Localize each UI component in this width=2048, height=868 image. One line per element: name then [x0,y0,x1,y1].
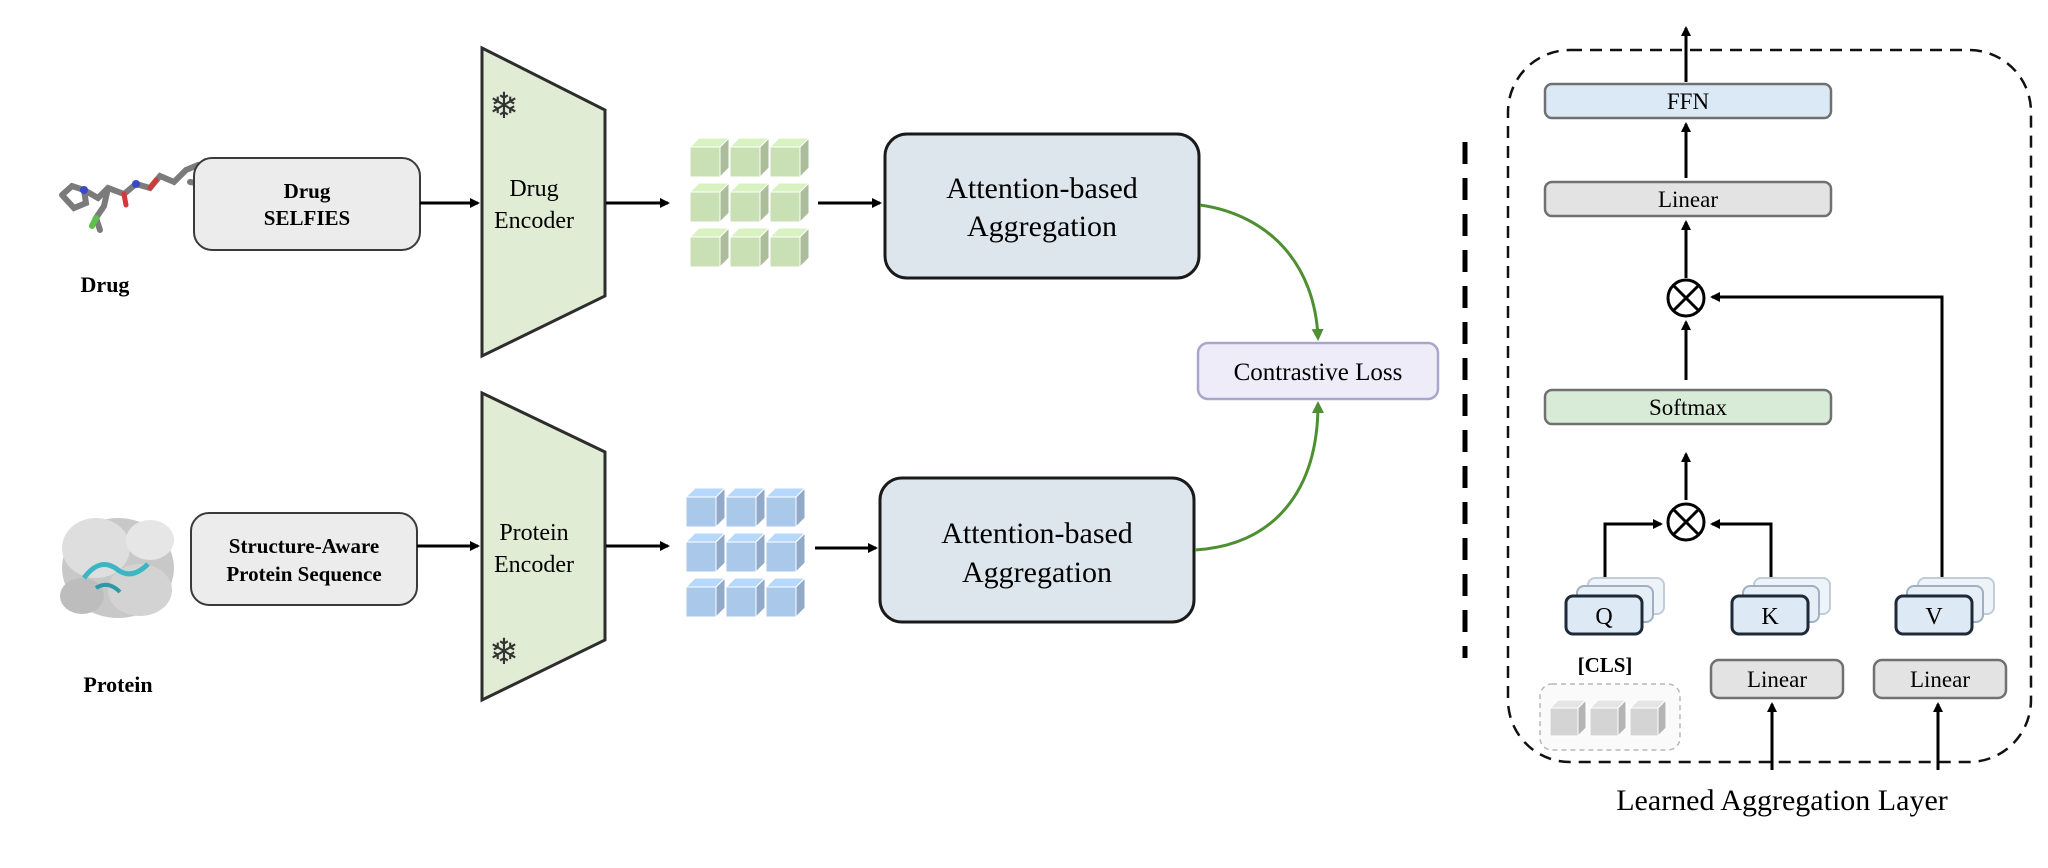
embedding-cube [724,531,767,574]
protein-encoder-line2: Encoder [494,552,574,578]
embedding-cube [688,136,731,179]
q-stack [1564,577,1665,636]
arrow-k-to-mult [1710,519,1773,588]
embedding-cube [764,531,807,574]
drug-input-line1: Drug [284,179,331,203]
aggregation-layer-caption: Learned Aggregation Layer [1616,784,1948,817]
linear-v-label: Linear [1910,667,1970,692]
linear-top-label: Linear [1658,187,1718,212]
protein-input-line1: Structure-Aware [229,534,379,558]
embedding-cube [728,226,771,269]
embedding-cube [728,181,771,224]
protein-image-label: Protein [83,672,152,697]
q-label: Q [1595,604,1612,630]
linear-k-label: Linear [1747,667,1807,692]
snowflake-icon: ❄ [489,86,519,127]
protein-input-line2: Protein Sequence [226,562,381,586]
arrow-v-to-mult [1710,292,1944,588]
ffn-label: FFN [1667,89,1710,114]
k-stack [1730,577,1831,636]
drug-attention-aggregation [883,132,1201,280]
drug-encoder [480,45,607,359]
protein-encoder [480,390,607,703]
drug-selfies-box [193,157,421,251]
k-label: K [1761,604,1779,630]
cls-label: [CLS] [1578,653,1633,677]
embedding-cube [764,576,807,619]
softmax-box [1543,388,1833,426]
protein-embedding-grid [684,486,807,619]
protein-encoder-line1: Protein [499,520,568,546]
linear-v-box [1872,658,2008,700]
embedding-cube [684,531,727,574]
otimes-icon [1666,278,1706,318]
arrow-drug-to-loss [1199,203,1324,341]
cls-cube [1588,698,1628,738]
drug-embedding-grid [688,136,811,269]
drug-input-line2: SELFIES [264,206,350,230]
cls-cube [1548,698,1588,738]
drug-molecule-image [59,161,212,233]
embedding-cube [768,226,811,269]
drug-encoder-line2: Encoder [494,208,574,234]
v-stack [1894,577,1995,636]
embedding-cube [684,486,727,529]
protein-agg-line1: Attention-based [941,517,1133,550]
embedding-cube [688,226,731,269]
embedding-cube [688,181,731,224]
embedding-cube [724,486,767,529]
softmax-label: Softmax [1649,395,1727,420]
embedding-cube [728,136,771,179]
snowflake-icon: ❄ [489,632,519,673]
arrow-q-to-mult [1603,519,1663,594]
embedding-cube [764,486,807,529]
arrow-protein-to-loss [1194,401,1324,552]
otimes-icon [1666,502,1706,542]
protein-structure-image [56,508,182,632]
drug-encoder-line1: Drug [509,176,558,202]
drug-agg-line1: Attention-based [946,172,1138,205]
embedding-cube [768,136,811,179]
cls-cube [1628,698,1668,738]
ffn-box [1543,82,1833,120]
v-label: V [1925,604,1943,630]
linear-top-box [1543,180,1833,218]
drug-image-label: Drug [81,272,130,297]
contrastive-loss-box [1196,341,1440,401]
aggregation-layer-frame [1506,48,2033,764]
protein-sequence-box [190,512,418,606]
protein-attention-aggregation [878,476,1196,624]
linear-k-box [1709,658,1845,700]
embedding-cube [724,576,767,619]
protein-agg-line2: Aggregation [962,556,1112,589]
drug-agg-line2: Aggregation [967,210,1117,243]
contrastive-loss-label: Contrastive Loss [1234,359,1403,386]
embedding-cube [768,181,811,224]
embedding-cube [684,576,727,619]
cls-token-cubes [1548,698,1668,738]
